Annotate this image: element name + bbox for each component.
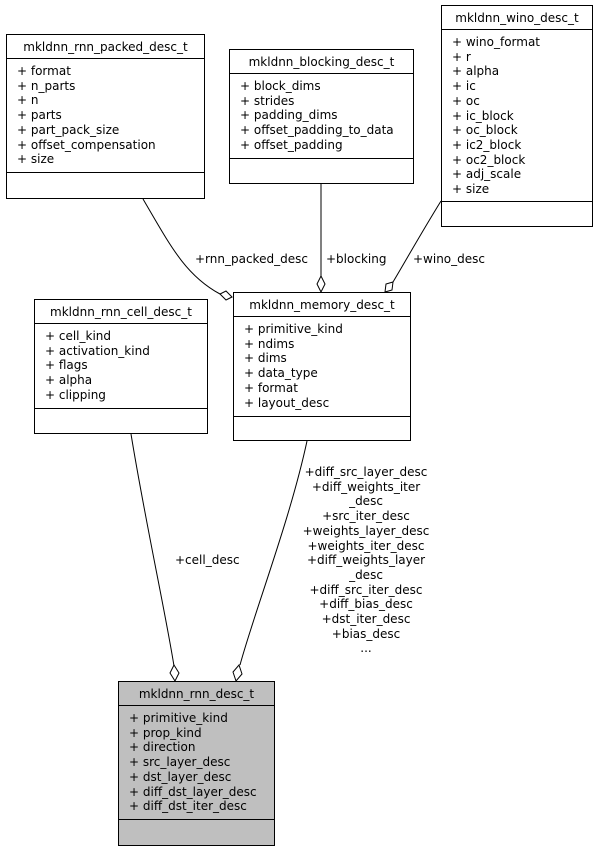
attribute: + format	[17, 64, 71, 78]
edge-memory-roles	[239, 440, 308, 666]
attribute: + alpha	[45, 373, 93, 388]
attribute-list: + primitive_kind + ndims + dims + data_t…	[234, 317, 410, 417]
edge-rnn-packed-desc	[142, 198, 221, 295]
attribute: + size	[17, 152, 55, 167]
attribute: + block_dims	[240, 79, 321, 93]
attribute: + activation_kind	[45, 343, 150, 358]
attribute: + data_type	[244, 366, 318, 381]
class-memory-desc[interactable]: mkldnn_memory_desc_t + primitive_kind + …	[233, 292, 411, 441]
class-title: mkldnn_memory_desc_t	[234, 293, 410, 317]
attribute: + parts	[17, 108, 62, 123]
attribute: + primitive_kind	[244, 322, 343, 336]
role-label: +src_iter_desc	[322, 509, 410, 524]
aggregation-diamond-rnn-packed	[219, 290, 233, 301]
attribute: + ic_block	[452, 108, 514, 123]
attribute: + offset_compensation	[17, 137, 156, 152]
attribute: + clipping	[45, 387, 106, 402]
attribute: + dims	[244, 351, 287, 366]
edge-cell-desc	[130, 433, 175, 667]
attribute: + oc_block	[452, 123, 518, 138]
class-blocking-desc[interactable]: mkldnn_blocking_desc_t + block_dims + st…	[229, 49, 414, 184]
role-label: ...	[360, 641, 372, 656]
attribute: + oc	[452, 93, 480, 108]
attribute: + adj_scale	[452, 167, 522, 182]
attribute: + primitive_kind	[129, 711, 228, 725]
class-rnn-packed-desc[interactable]: mkldnn_rnn_packed_desc_t + format + n_pa…	[6, 34, 205, 199]
role-label: +diff_src_layer_desc	[304, 465, 428, 479]
role-label: +bias_desc	[331, 626, 401, 641]
attribute-list: + cell_kind + activation_kind + flags + …	[35, 324, 207, 409]
edge-wino-desc	[392, 200, 442, 283]
attribute: + part_pack_size	[17, 122, 120, 137]
aggregation-diamond-blocking	[316, 274, 326, 294]
class-rnn-cell-desc[interactable]: mkldnn_rnn_cell_desc_t + cell_kind + act…	[34, 299, 208, 434]
attribute: + offset_padding	[240, 137, 343, 152]
role-label: +diff_weights_layer	[306, 553, 426, 568]
attribute: + prop_kind	[129, 725, 202, 740]
attribute: + size	[452, 182, 490, 197]
role-label: +diff_bias_desc	[319, 597, 413, 612]
attribute: + format	[244, 380, 298, 395]
attribute: + src_layer_desc	[129, 755, 231, 770]
class-wino-desc[interactable]: mkldnn_wino_desc_t + wino_format + r + a…	[441, 5, 593, 227]
attribute: + wino_format	[452, 35, 541, 49]
attribute: + diff_dst_iter_desc	[129, 799, 247, 814]
attribute-list: + block_dims + strides + padding_dims + …	[230, 74, 413, 159]
aggregation-diamond-cell	[169, 663, 180, 683]
role-label: _desc	[349, 567, 383, 582]
edge-label-cell-desc: +cell_desc	[175, 553, 240, 567]
attribute: + ndims	[244, 336, 295, 351]
class-title: mkldnn_rnn_cell_desc_t	[35, 300, 207, 324]
class-title: mkldnn_rnn_desc_t	[119, 682, 274, 706]
attribute: + r	[452, 49, 471, 64]
attribute-list: + wino_format + r + alpha + ic + oc + ic…	[442, 30, 592, 202]
role-label: +diff_src_iter_desc	[309, 582, 423, 597]
attribute: + ic2_block	[452, 137, 522, 152]
attribute: + flags	[45, 358, 88, 373]
attribute: + n	[17, 93, 39, 108]
role-label: +diff_weights_iter	[311, 479, 421, 494]
class-rnn-desc[interactable]: mkldnn_rnn_desc_t + primitive_kind + pro…	[118, 681, 275, 846]
aggregation-diamond-wino	[384, 281, 394, 293]
attribute: + padding_dims	[240, 108, 338, 123]
class-title: mkldnn_wino_desc_t	[442, 6, 592, 30]
class-title: mkldnn_blocking_desc_t	[230, 50, 413, 74]
attribute: + layout_desc	[244, 395, 330, 410]
role-label: +dst_iter_desc	[321, 612, 411, 627]
edge-label-rnn-packed-desc: +rnn_packed_desc	[195, 252, 308, 266]
attribute: + cell_kind	[45, 329, 112, 343]
edge-label-blocking: +blocking	[326, 252, 387, 266]
edge-label-memory-roles: +diff_src_layer_desc +diff_weights_iter …	[290, 465, 442, 656]
attribute: + direction	[129, 740, 196, 755]
class-title: mkldnn_rnn_packed_desc_t	[7, 35, 204, 59]
attribute-list: + primitive_kind + prop_kind + direction…	[119, 706, 274, 820]
attribute: + dst_layer_desc	[129, 769, 232, 784]
aggregation-diamond-memory	[232, 664, 243, 682]
attribute: + alpha	[452, 64, 500, 79]
role-label: _desc	[349, 494, 383, 509]
role-label: +weights_layer_desc	[302, 523, 430, 538]
attribute: + n_parts	[17, 78, 76, 93]
attribute: + offset_padding_to_data	[240, 123, 394, 138]
attribute: + diff_dst_layer_desc	[129, 784, 257, 799]
attribute-list: + format + n_parts + n + parts + part_pa…	[7, 59, 204, 173]
attribute: + strides	[240, 93, 295, 108]
edge-label-wino-desc: +wino_desc	[413, 252, 485, 266]
attribute: + oc2_block	[452, 152, 526, 167]
role-label: +weights_iter_desc	[307, 538, 425, 553]
attribute: + ic	[452, 79, 476, 94]
